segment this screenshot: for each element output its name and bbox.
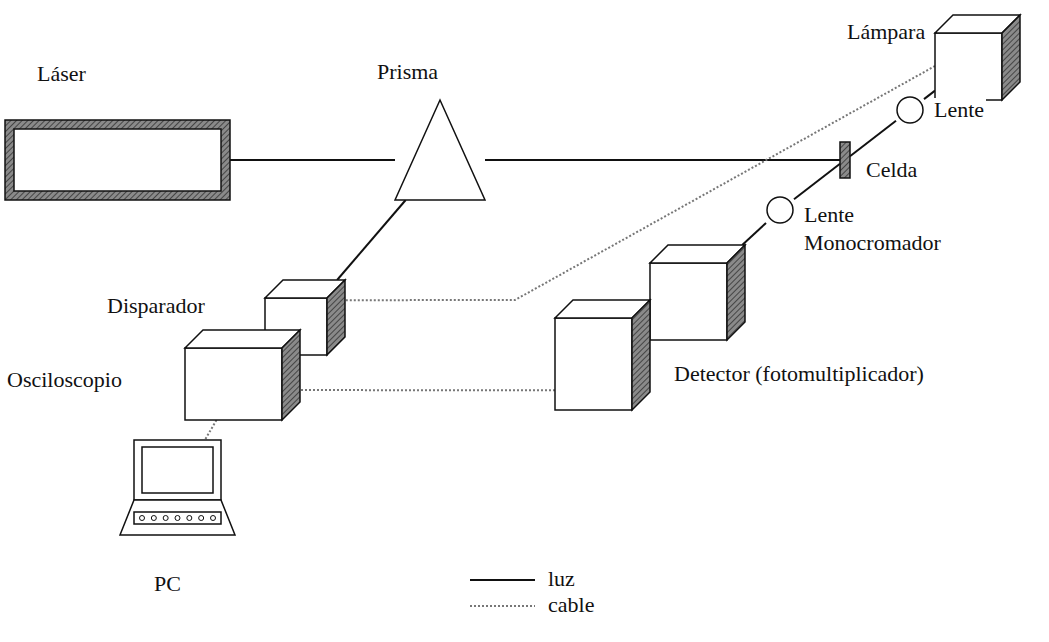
part-label: Lente — [932, 98, 986, 122]
part-label: Prisma — [375, 60, 440, 84]
node-outline — [5, 120, 230, 200]
prism-outline — [395, 100, 485, 200]
cube-side — [1002, 15, 1020, 100]
key — [151, 516, 156, 521]
cube-side — [632, 300, 650, 410]
part-label: Monocromador — [802, 231, 943, 255]
part-label: Disparador — [105, 294, 207, 318]
laser-box: Láser — [5, 120, 230, 200]
cube-front — [650, 263, 727, 340]
key — [163, 516, 168, 521]
node-outline — [896, 96, 924, 124]
light-beam — [850, 121, 896, 156]
light-beam — [742, 223, 766, 245]
prism-shape: Prisma — [395, 100, 485, 200]
lamp-cube: Lámpara — [935, 15, 1020, 100]
node-outline — [840, 142, 850, 178]
monochromator-cube: Monocromador — [650, 245, 745, 340]
cube-top — [185, 330, 300, 348]
cube-side — [282, 330, 300, 420]
laser-face — [14, 129, 221, 191]
node-outline — [935, 15, 1020, 100]
light-beam — [337, 200, 406, 280]
node-outline — [555, 300, 650, 410]
part-label: Lámpara — [845, 20, 927, 44]
node-outline — [650, 245, 745, 340]
oscilloscope-cube: Osciloscopio — [185, 330, 300, 420]
key — [140, 516, 145, 521]
monitor-screen — [142, 447, 213, 493]
legend-text: luz — [546, 567, 577, 591]
legend-sample — [470, 605, 535, 607]
cube-side — [327, 280, 345, 355]
key — [211, 516, 216, 521]
part-label: Lente — [802, 203, 856, 227]
cable-line — [205, 420, 217, 440]
node-outline — [766, 196, 794, 224]
lens-circle: Lente — [896, 96, 924, 124]
part-label: Osciloscopio — [5, 368, 124, 392]
part-label: Láser — [35, 62, 88, 86]
lens-outline — [897, 97, 923, 123]
cube-front — [555, 318, 632, 410]
lens-outline — [767, 197, 793, 223]
key — [199, 516, 204, 521]
cable-line — [345, 66, 935, 300]
cube-side — [727, 245, 745, 340]
light-beam — [230, 159, 395, 161]
pc-icon: PC — [120, 440, 235, 535]
cable-line — [300, 389, 555, 391]
part-label: Detector (fotomultiplicador) — [672, 362, 926, 386]
detector-cube: Detector (fotomultiplicador) — [555, 300, 650, 410]
node-outline — [395, 100, 485, 200]
light-beam — [794, 164, 840, 199]
key — [175, 516, 180, 521]
cube-front — [185, 348, 282, 420]
legend-sample — [470, 579, 535, 581]
node-outline — [185, 330, 300, 420]
cell-outline — [840, 142, 850, 178]
key-row — [134, 512, 221, 524]
lens-circle: Lente — [766, 196, 794, 224]
cell-slab: Celda — [840, 142, 850, 178]
part-label: PC — [152, 572, 183, 596]
keyboard — [120, 500, 235, 535]
key — [187, 516, 192, 521]
light-beam — [485, 159, 840, 161]
cube-front — [935, 33, 1002, 100]
laser-housing — [5, 120, 230, 200]
legend-text: cable — [546, 593, 596, 617]
node-outline — [120, 440, 235, 535]
monitor-frame — [134, 440, 221, 500]
part-label: Celda — [864, 158, 919, 182]
